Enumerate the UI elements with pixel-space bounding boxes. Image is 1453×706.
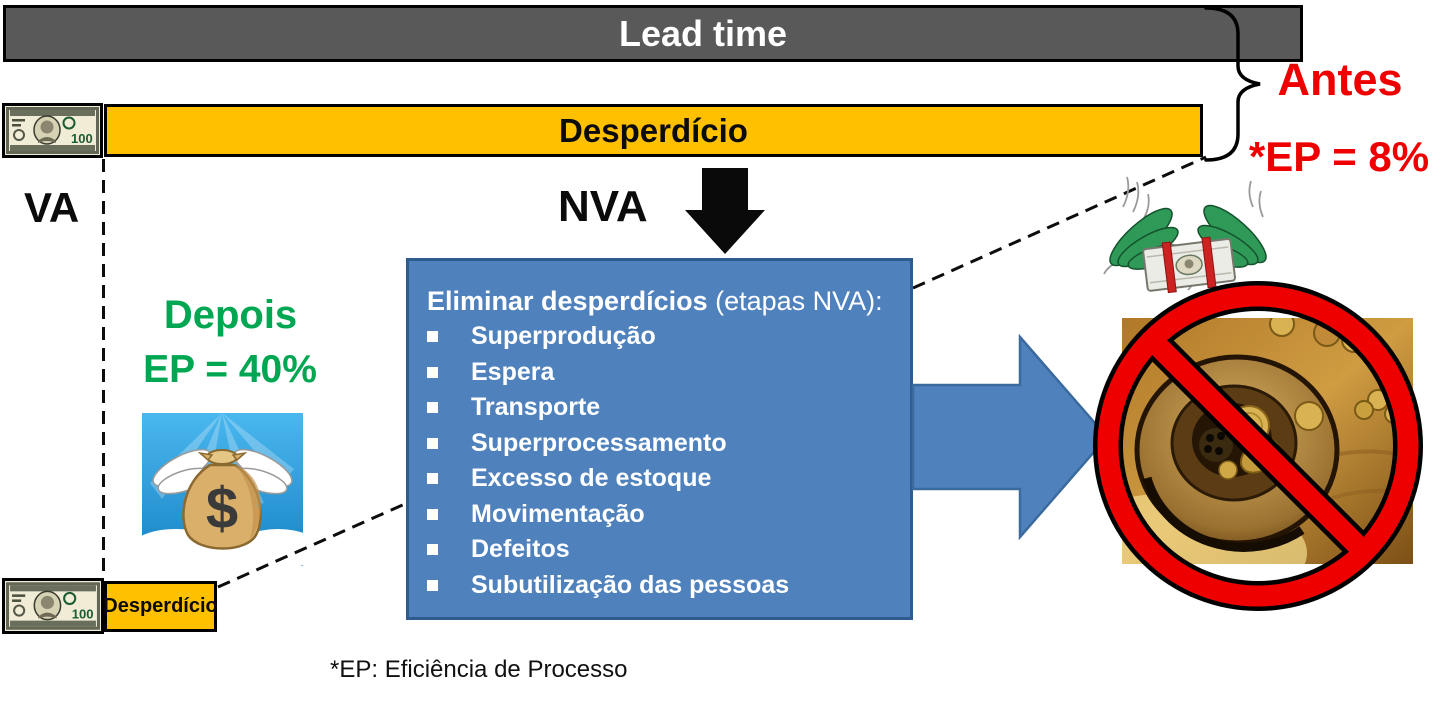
waste-small-box: Desperdício — [103, 581, 218, 632]
waste-list-title-regular: (etapas NVA): — [707, 286, 883, 316]
flying-money-icon — [1103, 176, 1267, 294]
down-arrow-icon — [685, 168, 765, 254]
dollar-bill-art: 100 — [5, 106, 100, 155]
dollar-bill-icon: 100 — [2, 578, 104, 634]
no-sign-icon — [1093, 281, 1423, 611]
winged-money-bag-icon: $ — [142, 413, 303, 566]
money-symbol: $ — [206, 476, 238, 541]
list-item: Subutilização das pessoas — [427, 568, 898, 604]
lead-time-bar: Lead time — [3, 5, 1303, 62]
waste-list-box: Eliminar desperdícios (etapas NVA): Supe… — [406, 258, 913, 620]
va-label: VA — [24, 184, 80, 231]
right-arrow-icon — [911, 333, 1109, 541]
list-item: Transporte — [427, 390, 898, 426]
before-title: Antes — [1277, 54, 1403, 105]
waste-bar: Desperdício — [104, 104, 1203, 157]
waste-small-label: Desperdício — [103, 595, 218, 617]
after-ep-value: EP = 40% — [143, 348, 317, 391]
bill-denomination: 100 — [72, 607, 94, 622]
list-item: Superprocessamento — [427, 426, 898, 462]
dollar-bill-icon: 100 — [2, 103, 103, 158]
lead-time-label: Lead time — [618, 12, 788, 54]
waste-bar-label: Desperdício — [559, 111, 748, 149]
brace-icon — [1204, 6, 1261, 162]
waste-list: Superprodução Espera Transporte Superpro… — [427, 319, 898, 603]
list-item: Excesso de estoque — [427, 461, 898, 497]
dollar-bill-art: 100 — [5, 581, 101, 631]
waste-list-title: Eliminar desperdícios (etapas NVA): — [427, 285, 898, 317]
list-item: Movimentação — [427, 497, 898, 533]
waste-list-title-bold: Eliminar desperdícios — [427, 286, 708, 316]
before-ep-value: *EP = 8% — [1248, 133, 1430, 180]
list-item: Espera — [427, 355, 898, 391]
after-title: Depois — [163, 293, 298, 337]
bill-denomination: 100 — [71, 131, 93, 146]
nva-label: NVA — [558, 182, 648, 231]
list-item: Superprodução — [427, 319, 898, 355]
footnote: *EP: Eficiência de Processo — [330, 656, 628, 683]
list-item: Defeitos — [427, 532, 898, 568]
